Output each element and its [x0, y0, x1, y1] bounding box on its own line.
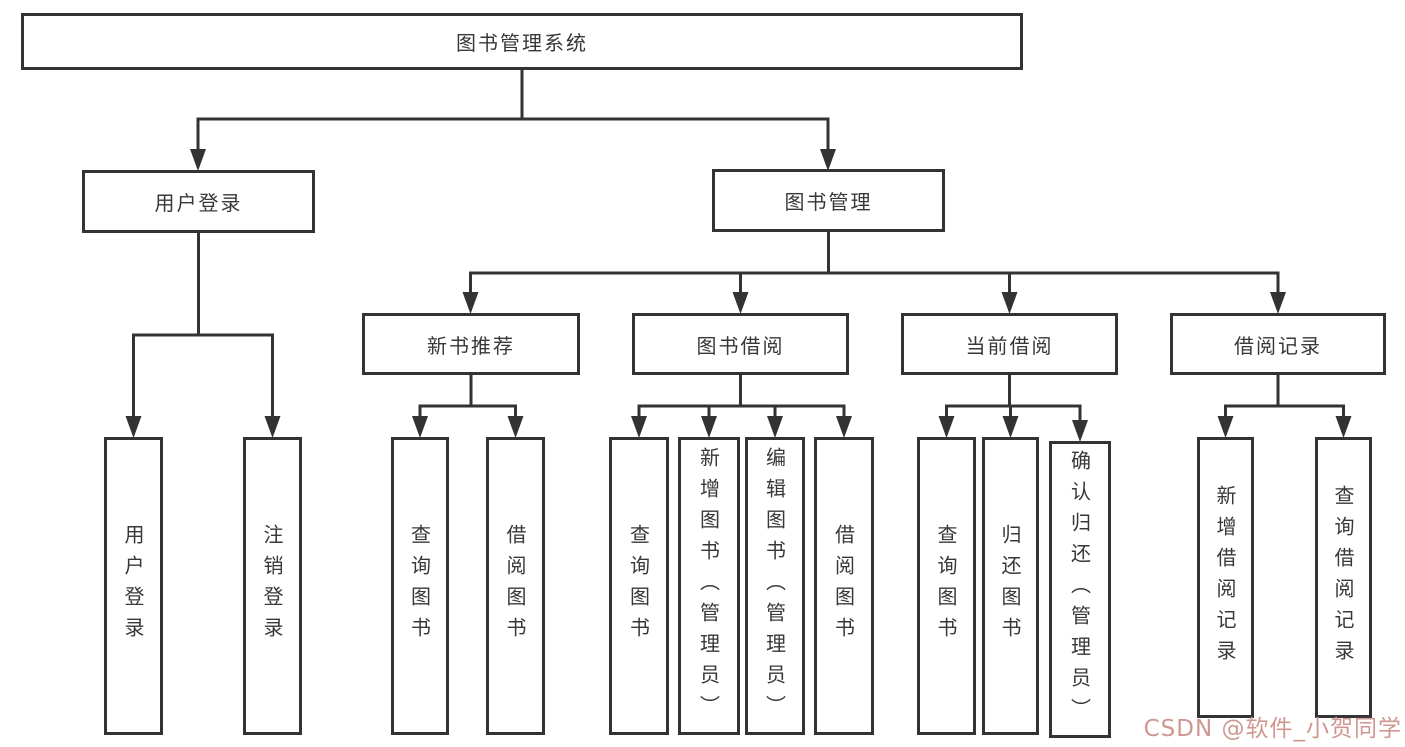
leaf-user-login: 用户登录	[104, 437, 163, 735]
node-library-management-system: 图书管理系统	[21, 13, 1023, 70]
node-new-book-recommend: 新书推荐	[362, 313, 580, 375]
node-current-borrow: 当前借阅	[901, 313, 1118, 375]
leaf-current-confirm-return-admin: 确认归还（管理员）	[1049, 441, 1111, 738]
leaf-borrow-lend-book: 借阅图书	[814, 437, 874, 735]
leaf-record-add-borrow-record: 新增借阅记录	[1197, 437, 1254, 718]
leaf-borrow-edit-book-admin: 编辑图书（管理员）	[745, 437, 805, 735]
leaf-recommend-borrow-book: 借阅图书	[486, 437, 545, 735]
leaf-borrow-add-book-admin: 新增图书（管理员）	[678, 437, 740, 735]
node-borrow-record: 借阅记录	[1170, 313, 1386, 375]
node-book-borrow: 图书借阅	[632, 313, 849, 375]
leaf-current-return-book: 归还图书	[982, 437, 1039, 735]
leaf-borrow-query-book: 查询图书	[609, 437, 669, 735]
leaf-record-query-borrow-record: 查询借阅记录	[1315, 437, 1372, 718]
watermark: CSDN @软件_小贺同学	[1143, 716, 1402, 742]
leaf-logout: 注销登录	[243, 437, 302, 735]
leaf-recommend-query-book: 查询图书	[391, 437, 449, 735]
leaf-current-query-book: 查询图书	[917, 437, 976, 735]
node-user-login-group: 用户登录	[82, 170, 315, 233]
node-book-management-group: 图书管理	[712, 169, 945, 232]
